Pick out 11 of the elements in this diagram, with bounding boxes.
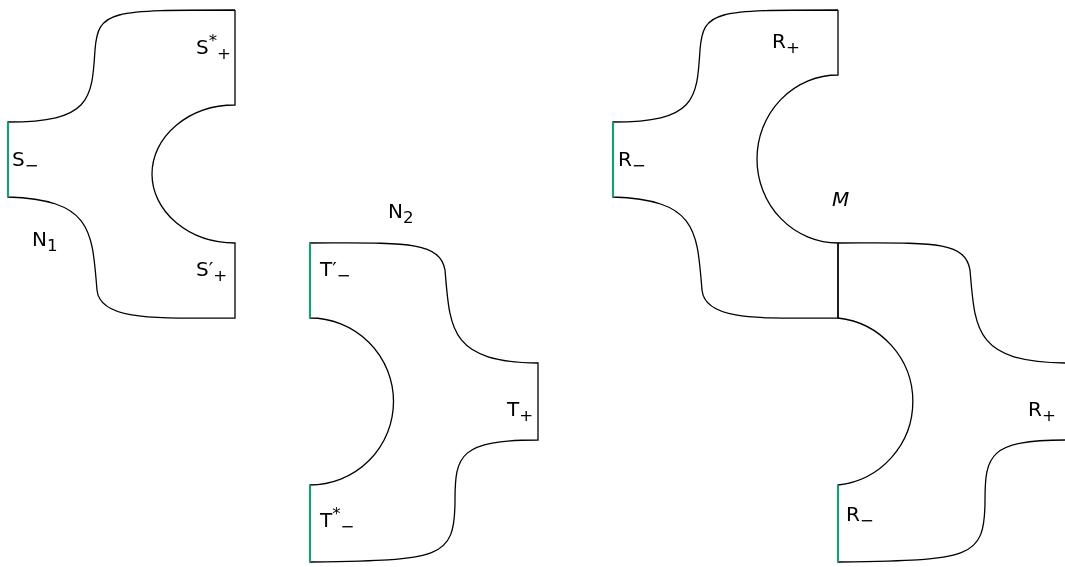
- boundary-label: T$_{+}$: [507, 398, 534, 427]
- boundary-label: R$_{+}$: [772, 30, 800, 59]
- boundary-label: S$_{−}$: [12, 148, 39, 177]
- boundary-label: S′$_{+}$: [196, 258, 228, 287]
- boundary-label: R$_{−}$: [846, 503, 874, 532]
- surface-label: N$_{2}$: [388, 200, 414, 229]
- boundary-label: R$_{+}$: [1028, 398, 1056, 427]
- surface-label: N$_{1}$: [32, 228, 58, 257]
- boundary-label: R$_{−}$: [618, 148, 646, 177]
- surface-label: M: [832, 188, 850, 210]
- boundary-label: T′$_{−}$: [320, 258, 351, 287]
